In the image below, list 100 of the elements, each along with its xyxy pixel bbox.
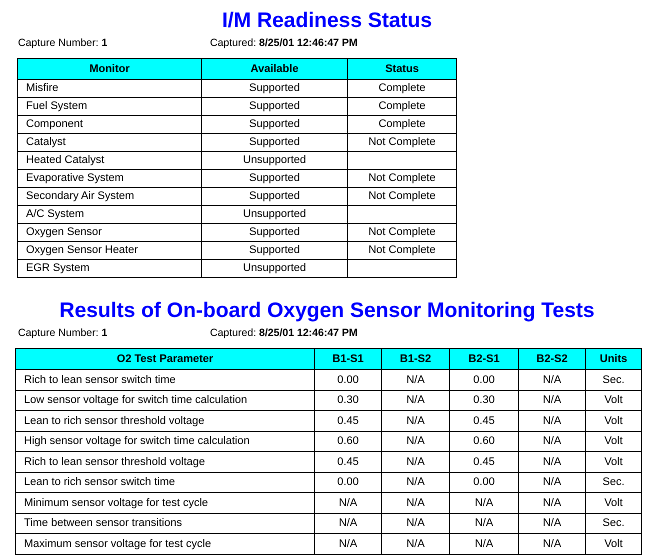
table-row [18, 259, 456, 277]
table-cell-text: Not Complete [368, 171, 436, 186]
table-cell-text: 0.30 [473, 393, 495, 408]
table-cell-text: N/A [474, 516, 494, 531]
table-cell-text: High sensor voltage for switch time calculation [24, 434, 250, 449]
table-cell-text: Complete [378, 81, 426, 96]
table-cell-text: 0.00 [337, 372, 359, 388]
table-cell-text: 0.60 [337, 434, 359, 449]
table-cell-text: 0.60 [473, 434, 495, 449]
table-cell-text: N/A [542, 454, 562, 470]
table-cell-text: Rich to lean sensor threshold voltage [24, 454, 205, 470]
table-row [18, 97, 456, 115]
table-cell-text: Volt [604, 393, 623, 408]
table-row [18, 79, 456, 97]
table-cell-text: N/A [542, 516, 562, 531]
table-row [18, 205, 456, 223]
table-row [16, 512, 641, 533]
table-cell-text: N/A [406, 414, 425, 428]
table-cell-text: Maximum sensor voltage for test cycle [24, 536, 212, 552]
table-cell-text: Heated Catalyst [26, 153, 104, 168]
table-cell-text: N/A [542, 372, 562, 388]
table-row [16, 430, 641, 451]
table-row [18, 151, 456, 169]
table-row [16, 390, 641, 410]
table-row [16, 472, 641, 492]
table-row [18, 115, 456, 133]
table-cell-text: N/A [406, 434, 425, 449]
column-header: B2-S2 [536, 352, 568, 367]
table-cell-text: 0.00 [337, 475, 359, 490]
table-cell-text: Not Complete [368, 135, 436, 150]
table-cell-text: Supported [249, 81, 300, 96]
table-cell-text: Time between sensor transitions [24, 516, 182, 531]
table-row [18, 223, 456, 241]
table-cell-text: N/A [474, 496, 494, 510]
column-header: Available [250, 62, 298, 77]
column-header: O2 Test Parameter [116, 352, 214, 367]
table-cell-text: Volt [604, 434, 623, 449]
table-row [18, 187, 456, 205]
table-cell-text: Fuel System [26, 99, 88, 114]
table-cell-text: Unsupported [243, 207, 306, 222]
table-cell-text: Low sensor voltage for switch time calculation [24, 393, 248, 408]
table-cell-text: N/A [542, 434, 562, 449]
table-cell-text: Unsupported [243, 153, 306, 168]
table-cell-text: N/A [542, 414, 562, 428]
table-cell-text: Complete [378, 99, 426, 114]
table-cell-text: N/A [406, 454, 425, 470]
table-cell-text: N/A [542, 496, 562, 510]
column-header: B1-S1 [332, 352, 364, 367]
table-cell-text: N/A [406, 536, 425, 552]
capture-info: Captured: 8/25/01 12:46:47 PM [210, 326, 358, 341]
table-cell-text: N/A [542, 475, 562, 490]
table-cell-text: N/A [406, 393, 425, 408]
table-cell-text: Volt [604, 454, 623, 470]
table-cell-text: Complete [378, 117, 426, 132]
table-row [18, 133, 456, 151]
table-cell-text: Lean to rich sensor switch time [24, 475, 176, 490]
table-cell-text: Not Complete [368, 189, 436, 204]
table-cell-text: Component [26, 117, 83, 132]
table-cell-text: Misfire [26, 81, 58, 96]
table-row [18, 241, 456, 259]
capture-info: Capture Number: 1 [18, 326, 108, 341]
table-cell-text: N/A [338, 536, 358, 552]
column-header: B2-S1 [468, 352, 500, 367]
table-row [16, 492, 641, 512]
table-cell-text: Volt [604, 496, 623, 510]
table-cell-text: N/A [474, 536, 494, 552]
table-cell-text: 0.00 [473, 475, 495, 490]
column-header: Monitor [89, 62, 130, 77]
table-cell-text: EGR System [26, 261, 90, 276]
heading: I/M Readiness Status [222, 8, 432, 34]
table-cell-text: Oxygen Sensor Heater [26, 243, 138, 258]
table-cell-text: N/A [338, 516, 358, 531]
table-cell-text: A/C System [26, 207, 84, 222]
table-cell-text: Supported [249, 171, 300, 186]
table-cell-text: Sec. [602, 475, 624, 490]
table-cell-text: 0.45 [473, 414, 495, 428]
header-row [18, 59, 456, 79]
table-cell-text: Sec. [602, 516, 624, 531]
table-cell-text: Rich to lean sensor switch time [24, 372, 176, 388]
table-cell-text: Evaporative System [26, 171, 124, 186]
table-cell-text: 0.00 [473, 372, 495, 388]
table-row [16, 410, 641, 430]
header-row [16, 349, 641, 369]
table-cell-text: Oxygen Sensor [26, 225, 102, 240]
table-cell-text: Supported [249, 117, 300, 132]
table-cell-text: Not Complete [368, 225, 436, 240]
table-cell-text: 0.45 [337, 454, 359, 470]
table-cell-text: N/A [406, 516, 425, 531]
table-cell-text: Volt [604, 414, 623, 428]
table-cell-text: Supported [249, 135, 300, 150]
table-cell-text: N/A [338, 496, 358, 510]
table-cell-text: Supported [249, 189, 300, 204]
capture-info: Captured: 8/25/01 12:46:47 PM [210, 36, 358, 51]
table-cell-text: Supported [249, 243, 300, 258]
column-header: B1-S2 [400, 352, 432, 367]
table-cell-text: N/A [406, 372, 425, 388]
heading: Results of On-board Oxygen Sensor Monitoring Tests [59, 298, 595, 324]
table-cell-text: N/A [406, 475, 425, 490]
table-row [16, 369, 641, 390]
table-cell-text: 0.30 [337, 393, 359, 408]
